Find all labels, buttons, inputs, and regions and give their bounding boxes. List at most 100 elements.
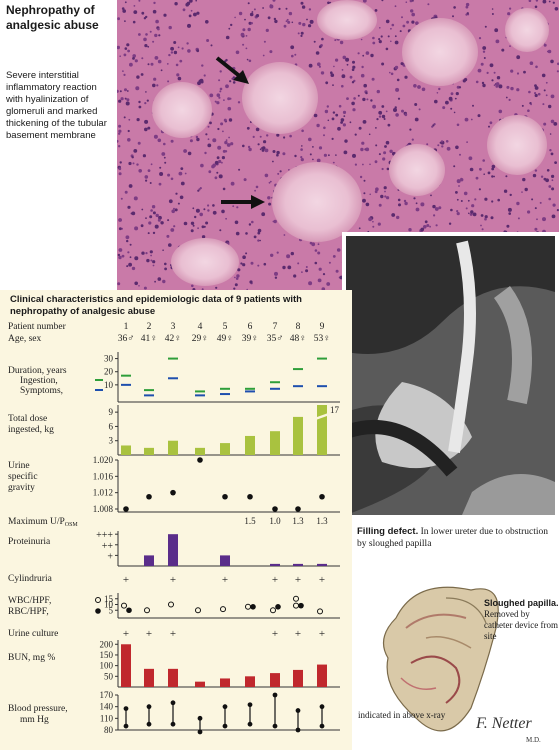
uposm-subscript: OSM bbox=[65, 522, 79, 528]
nucleus-dot bbox=[283, 24, 287, 28]
nucleus-dot bbox=[441, 145, 444, 148]
bp-systolic-point bbox=[295, 708, 301, 713]
nucleus-dot bbox=[126, 98, 130, 102]
nucleus-dot bbox=[223, 118, 227, 122]
nucleus-dot bbox=[362, 120, 367, 124]
nucleus-dot bbox=[147, 45, 150, 48]
nucleus-dot bbox=[390, 27, 392, 30]
sg-point bbox=[170, 489, 176, 496]
nucleus-dot bbox=[507, 207, 512, 212]
nucleus-dot bbox=[553, 122, 558, 126]
nucleus-dot bbox=[534, 5, 538, 9]
nucleus-dot bbox=[478, 37, 482, 40]
nucleus-dot bbox=[379, 27, 381, 29]
nucleus-dot bbox=[482, 50, 486, 53]
bp-diastolic-point bbox=[197, 729, 203, 735]
nucleus-dot bbox=[323, 126, 326, 130]
nucleus-dot bbox=[488, 125, 490, 128]
nucleus-dot bbox=[343, 150, 348, 155]
nucleus-dot bbox=[352, 65, 356, 69]
nucleus-dot bbox=[238, 11, 243, 16]
nucleus-dot bbox=[143, 37, 147, 42]
nucleus-dot bbox=[219, 70, 222, 73]
nucleus-dot bbox=[411, 12, 416, 17]
bp-diastolic-point bbox=[146, 721, 152, 727]
nucleus-dot bbox=[429, 225, 431, 228]
papilla-caption: Sloughed papilla. Removed by catheter de… bbox=[484, 598, 559, 642]
duration-label: Duration, years bbox=[8, 366, 67, 376]
nucleus-dot bbox=[541, 73, 546, 78]
nucleus-dot bbox=[467, 199, 470, 202]
nucleus-dot bbox=[365, 51, 370, 55]
nucleus-dot bbox=[246, 126, 250, 130]
nucleus-dot bbox=[361, 141, 365, 145]
nucleus-dot bbox=[222, 187, 226, 191]
nucleus-dot bbox=[228, 136, 230, 139]
nucleus-dot bbox=[288, 11, 293, 16]
nucleus-dot bbox=[247, 27, 251, 32]
nucleus-dot bbox=[547, 49, 552, 54]
nucleus-dot bbox=[160, 221, 164, 225]
nucleus-dot bbox=[291, 54, 294, 58]
nucleus-dot bbox=[154, 280, 156, 283]
nucleus-dot bbox=[124, 88, 127, 92]
dose-bar-break bbox=[314, 412, 330, 421]
sg-point bbox=[222, 493, 228, 500]
nucleus-dot bbox=[157, 138, 162, 143]
nucleus-dot bbox=[362, 97, 366, 102]
nucleus-dot bbox=[267, 196, 271, 200]
duration-tick-label: 30 bbox=[104, 354, 114, 364]
nucleus-dot bbox=[162, 249, 164, 251]
nucleus-dot bbox=[432, 124, 435, 127]
glomeruli bbox=[152, 0, 549, 286]
nucleus-dot bbox=[378, 40, 382, 44]
nucleus-dot bbox=[138, 105, 142, 109]
nucleus-dot bbox=[212, 210, 217, 215]
nucleus-dot bbox=[542, 217, 546, 222]
nucleus-dot bbox=[164, 262, 167, 266]
nucleus-dot bbox=[390, 40, 392, 43]
nucleus-dot bbox=[242, 255, 246, 259]
bp-systolic-point bbox=[197, 715, 203, 721]
nucleus-dot bbox=[458, 185, 460, 187]
nucleus-dot bbox=[312, 158, 314, 161]
nucleus-dot bbox=[183, 149, 187, 153]
nucleus-dot bbox=[334, 39, 337, 42]
nucleus-dot bbox=[133, 5, 136, 7]
nucleus-dot bbox=[192, 288, 196, 290]
nucleus-dot bbox=[318, 45, 322, 49]
nucleus-dot bbox=[301, 271, 303, 273]
nucleus-dot bbox=[218, 79, 221, 82]
nucleus-dot bbox=[545, 94, 548, 97]
nucleus-dot bbox=[263, 40, 266, 43]
nucleus-dot bbox=[495, 85, 499, 88]
nucleus-dot bbox=[314, 249, 318, 252]
nucleus-dot bbox=[158, 34, 161, 37]
nucleus-dot bbox=[401, 109, 404, 113]
nucleus-dot bbox=[460, 200, 463, 202]
bp-diastolic-point bbox=[247, 721, 253, 727]
nucleus-dot bbox=[132, 54, 136, 58]
nucleus-dot bbox=[375, 187, 379, 191]
cylindruria-mark: + bbox=[319, 574, 325, 586]
nucleus-dot bbox=[143, 286, 147, 290]
nucleus-dot bbox=[147, 63, 150, 66]
nucleus-dot bbox=[186, 42, 189, 45]
nucleus-dot bbox=[276, 150, 280, 155]
nucleus-dot bbox=[209, 121, 212, 125]
nucleus-dot bbox=[550, 59, 554, 64]
nucleus-dot bbox=[289, 134, 292, 138]
nucleus-dot bbox=[460, 178, 464, 182]
nucleus-dot bbox=[387, 123, 391, 127]
nucleus-dot bbox=[394, 35, 397, 38]
nucleus-dot bbox=[312, 146, 314, 148]
nucleus-dot bbox=[117, 17, 120, 21]
nucleus-dot bbox=[259, 239, 261, 242]
nucleus-dot bbox=[259, 148, 262, 151]
sg-label: specific bbox=[8, 471, 38, 482]
nucleus-dot bbox=[144, 102, 147, 105]
nucleus-dot bbox=[528, 90, 531, 94]
nucleus-dot bbox=[381, 105, 385, 108]
nucleus-dot bbox=[201, 288, 204, 290]
